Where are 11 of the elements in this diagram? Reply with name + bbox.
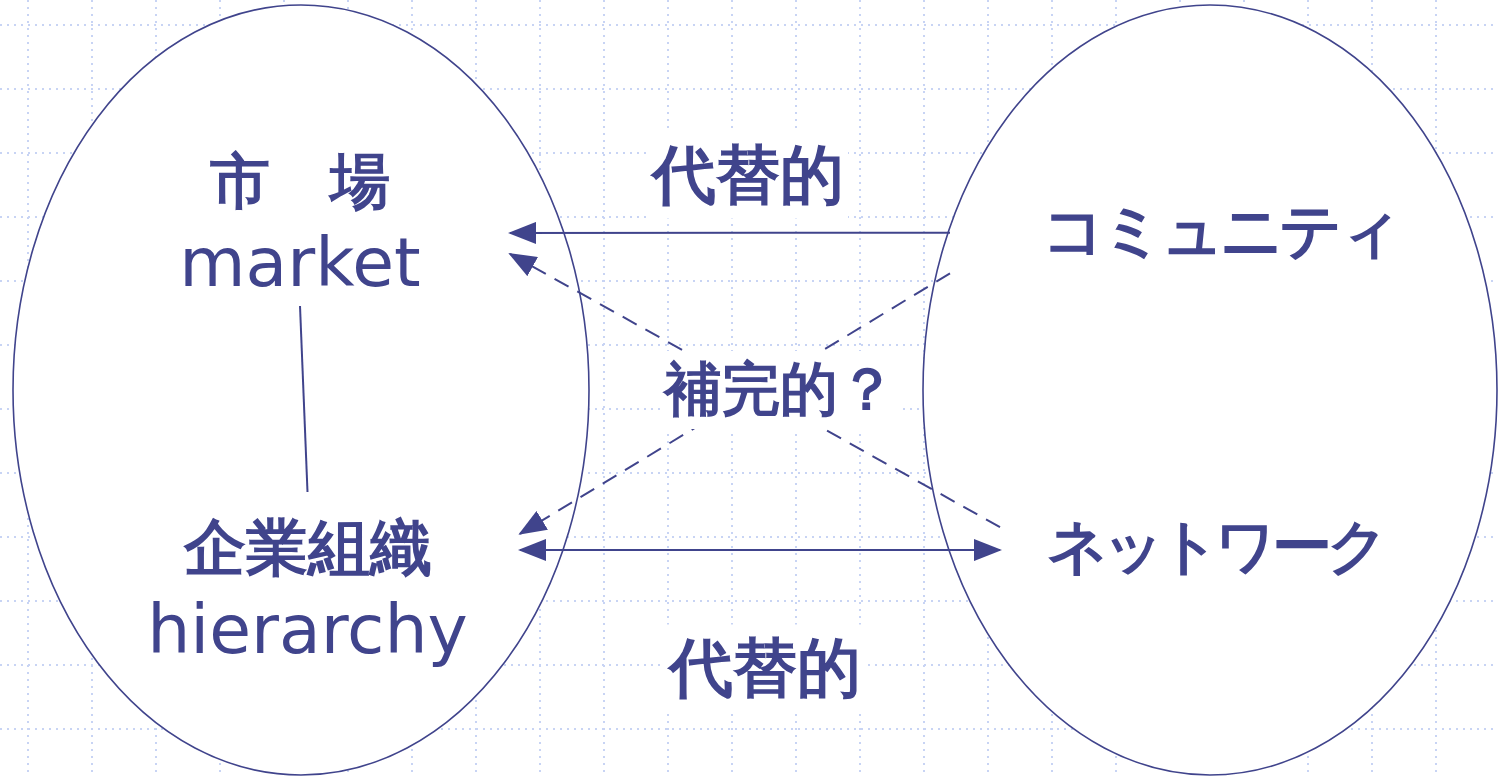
heading: コミュニティ xyxy=(1042,193,1398,269)
heading: ネットワーク xyxy=(1046,510,1384,583)
heading: 市 場 xyxy=(210,145,390,218)
term-label: hierarchy xyxy=(147,589,468,669)
connector-line xyxy=(299,305,309,493)
arrow xyxy=(518,538,1002,562)
term-label: market xyxy=(179,223,421,302)
edge-label: 代替的 xyxy=(648,131,848,219)
arrow xyxy=(508,221,951,244)
annotation-label: 補完的？ xyxy=(660,351,900,429)
heading: 企業組織 xyxy=(183,509,432,586)
